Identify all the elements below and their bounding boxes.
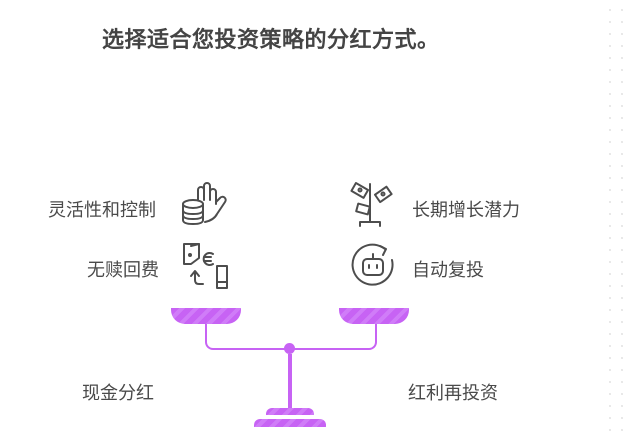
scale-base-top xyxy=(266,408,314,415)
left-scale-pan xyxy=(171,308,241,324)
feature-label-auto-reinvest: 自动复投 xyxy=(412,260,484,281)
option-dividend-reinvestment: 红利再投资 xyxy=(408,383,498,404)
scale-pivot xyxy=(284,343,295,354)
hand-coins-icon xyxy=(182,182,227,225)
robot-refresh-icon xyxy=(351,243,394,286)
feature-label-long-term-growth: 长期增长潜力 xyxy=(412,200,520,221)
right-scale-pan xyxy=(339,308,409,324)
option-cash-dividend: 现金分红 xyxy=(82,383,154,404)
money-plant-icon xyxy=(350,182,393,227)
feature-label-no-redemption-fee: 无赎回费 xyxy=(87,260,159,281)
dotted-background-pattern xyxy=(604,0,624,432)
scale-base-bottom xyxy=(254,419,326,427)
scale-post xyxy=(288,354,292,408)
feature-label-flexibility: 灵活性和控制 xyxy=(48,200,156,221)
wallet-euro-phone-icon xyxy=(183,243,228,289)
page-title: 选择适合您投资策略的分红方式。 xyxy=(102,28,440,53)
